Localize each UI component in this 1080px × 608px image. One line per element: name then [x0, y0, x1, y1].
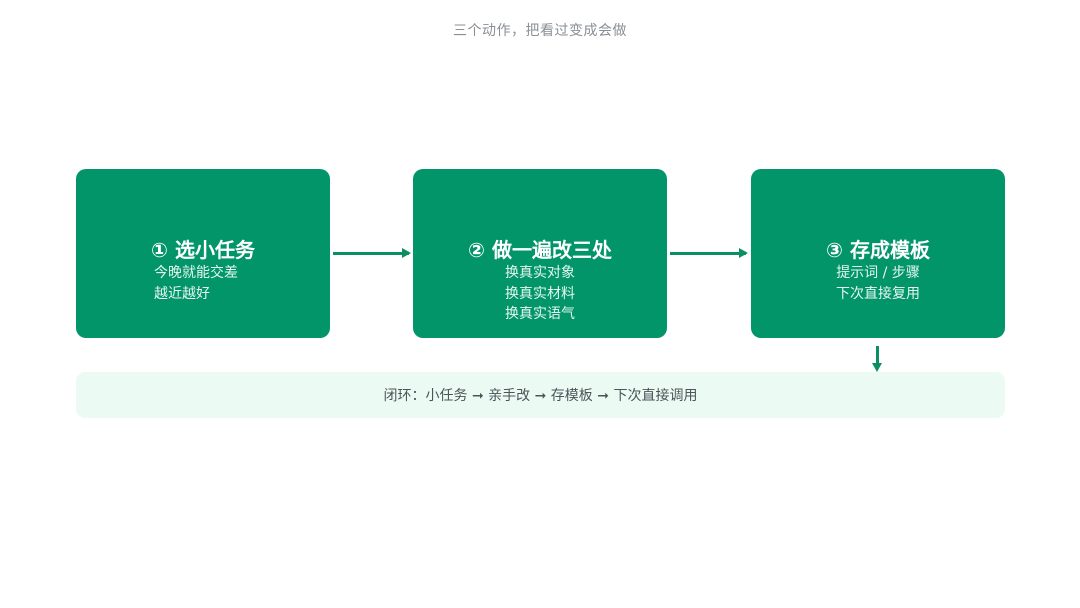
arrow-down-icon: [872, 346, 882, 372]
step-detail-line: 下次直接复用: [836, 285, 920, 302]
step-detail-line: 越近越好: [154, 285, 210, 302]
step-detail-line: 换真实语气: [505, 306, 575, 322]
page-title: 三个动作，把看过变成会做: [453, 23, 627, 39]
step-details: 换真实对象 换真实材料 换真实语气: [505, 263, 575, 325]
loop-summary-bar: 闭环：小任务 ➞ 亲手改 ➞ 存模板 ➞ 下次直接调用: [76, 372, 1005, 418]
step-detail-line: 换真实材料: [505, 285, 575, 302]
step-card-select-task: ① 选小任务 今晚就能交差 越近越好: [76, 169, 330, 338]
step-card-do-and-modify: ② 做一遍改三处 换真实对象 换真实材料 换真实语气: [413, 169, 667, 338]
step-title: ② 做一遍改三处: [468, 238, 612, 262]
step-detail-line: 今晚就能交差: [154, 265, 238, 281]
arrow-right-icon: [333, 248, 411, 258]
step-card-content: ③ 存成模板 提示词 / 步骤 下次直接复用: [751, 237, 1005, 304]
step-detail-line: 换真实对象: [505, 265, 575, 281]
step-detail-line: 提示词 / 步骤: [836, 265, 920, 281]
step-card-save-template: ③ 存成模板 提示词 / 步骤 下次直接复用: [751, 169, 1005, 338]
arrow-right-icon: [670, 248, 748, 258]
step-details: 提示词 / 步骤 下次直接复用: [836, 263, 920, 304]
loop-summary-text: 闭环：小任务 ➞ 亲手改 ➞ 存模板 ➞ 下次直接调用: [383, 388, 698, 404]
step-title: ③ 存成模板: [826, 238, 930, 262]
step-card-content: ① 选小任务 今晚就能交差 越近越好: [76, 237, 330, 304]
step-card-content: ② 做一遍改三处 换真实对象 换真实材料 换真实语气: [413, 237, 667, 325]
step-details: 今晚就能交差 越近越好: [154, 263, 238, 304]
step-title: ① 选小任务: [151, 238, 255, 262]
